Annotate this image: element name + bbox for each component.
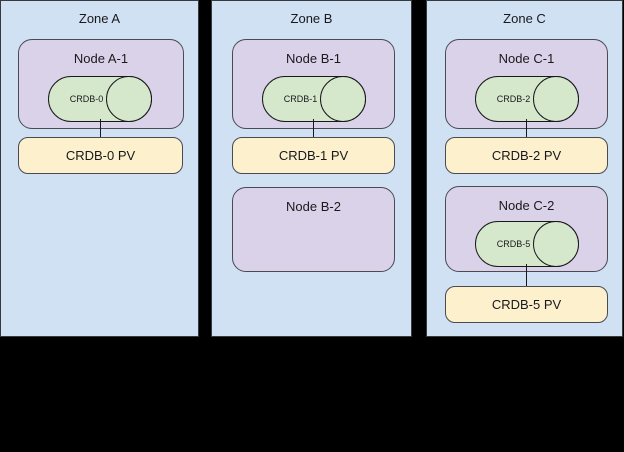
node-b-2[interactable]: Node B-2 [232, 187, 395, 272]
database-cylinder-crdb-2[interactable]: CRDB-2 [475, 76, 579, 122]
node-c-2[interactable]: Node C-2 CRDB-5 [445, 186, 608, 272]
zone-c-title: Zone C [503, 11, 546, 26]
pv-crdb-5[interactable]: CRDB-5 PV [445, 286, 608, 323]
zone-b-title: Zone B [290, 11, 333, 26]
database-cylinder-crdb-1[interactable]: CRDB-1 [262, 76, 366, 122]
node-a-1[interactable]: Node A-1 CRDB-0 [18, 39, 184, 129]
connector-node-b-1-to-crdb-1-pv [313, 119, 314, 138]
connector-node-a-1-to-crdb-0-pv [100, 119, 101, 138]
zone-a-title: Zone A [78, 11, 121, 26]
pv-crdb-2[interactable]: CRDB-2 PV [445, 137, 608, 174]
zone-c[interactable]: Zone C Node C-1 CRDB-2 CRDB-2 PV Node C-… [426, 0, 623, 337]
node-b-1[interactable]: Node B-1 CRDB-1 [232, 39, 395, 129]
node-b-1-title: Node B-1 [286, 51, 341, 66]
node-c-2-title: Node C-2 [498, 198, 555, 213]
zone-b[interactable]: Zone B Node B-1 CRDB-1 CRDB-1 PV Node B-… [211, 0, 412, 337]
pv-crdb-0[interactable]: CRDB-0 PV [18, 137, 183, 174]
pv-crdb-1-label: CRDB-1 PV [278, 147, 349, 163]
database-cylinder-crdb-0[interactable]: CRDB-0 [48, 76, 152, 122]
node-c-1-title: Node C-1 [498, 51, 555, 66]
pv-crdb-1[interactable]: CRDB-1 PV [232, 137, 395, 174]
pv-crdb-0-label: CRDB-0 PV [65, 147, 136, 163]
database-cylinder-crdb-5[interactable]: CRDB-5 [475, 221, 579, 267]
connector-node-c-1-to-crdb-2-pv [526, 119, 527, 138]
pv-crdb-5-label: CRDB-5 PV [491, 296, 562, 312]
node-c-1[interactable]: Node C-1 CRDB-2 [445, 39, 608, 129]
zone-a[interactable]: Zone A Node A-1 CRDB-0 CRDB-0 PV [0, 0, 199, 337]
node-b-2-title: Node B-2 [286, 199, 341, 214]
pv-crdb-2-label: CRDB-2 PV [491, 147, 562, 163]
node-a-1-title: Node A-1 [73, 51, 129, 66]
connector-node-c-2-to-crdb-5-pv [526, 264, 527, 286]
